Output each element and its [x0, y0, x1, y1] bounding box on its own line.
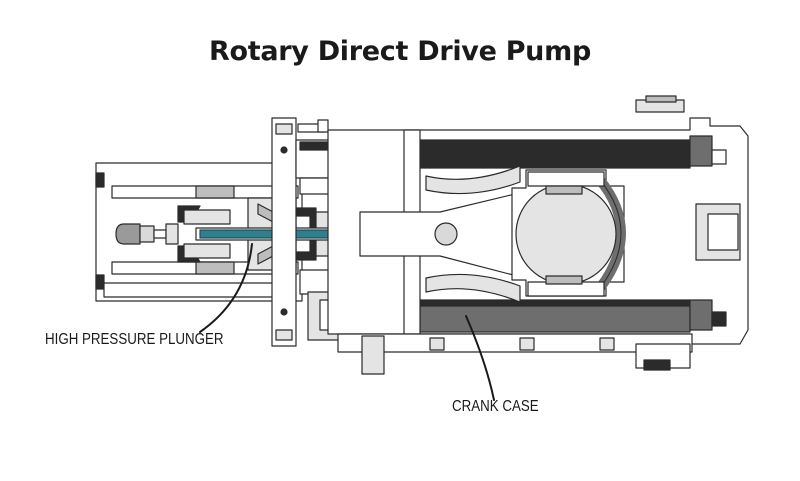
flange-plate	[271, 117, 329, 347]
high-pressure-plunger	[195, 227, 343, 241]
inlet-nozzle	[115, 223, 167, 245]
plunger-label: HIGH PRESSURE PLUNGER	[45, 331, 224, 348]
pump-base	[337, 333, 693, 375]
diagram-title: Rotary Direct Drive Pump	[209, 36, 591, 67]
crank-case-leader-line	[465, 315, 495, 401]
crankshaft-journal	[511, 169, 626, 297]
plunger-leader-line	[199, 243, 253, 333]
shaft-end	[689, 135, 741, 331]
crank-case-label: CRANK CASE	[452, 398, 539, 415]
valve-cavity	[165, 205, 231, 263]
